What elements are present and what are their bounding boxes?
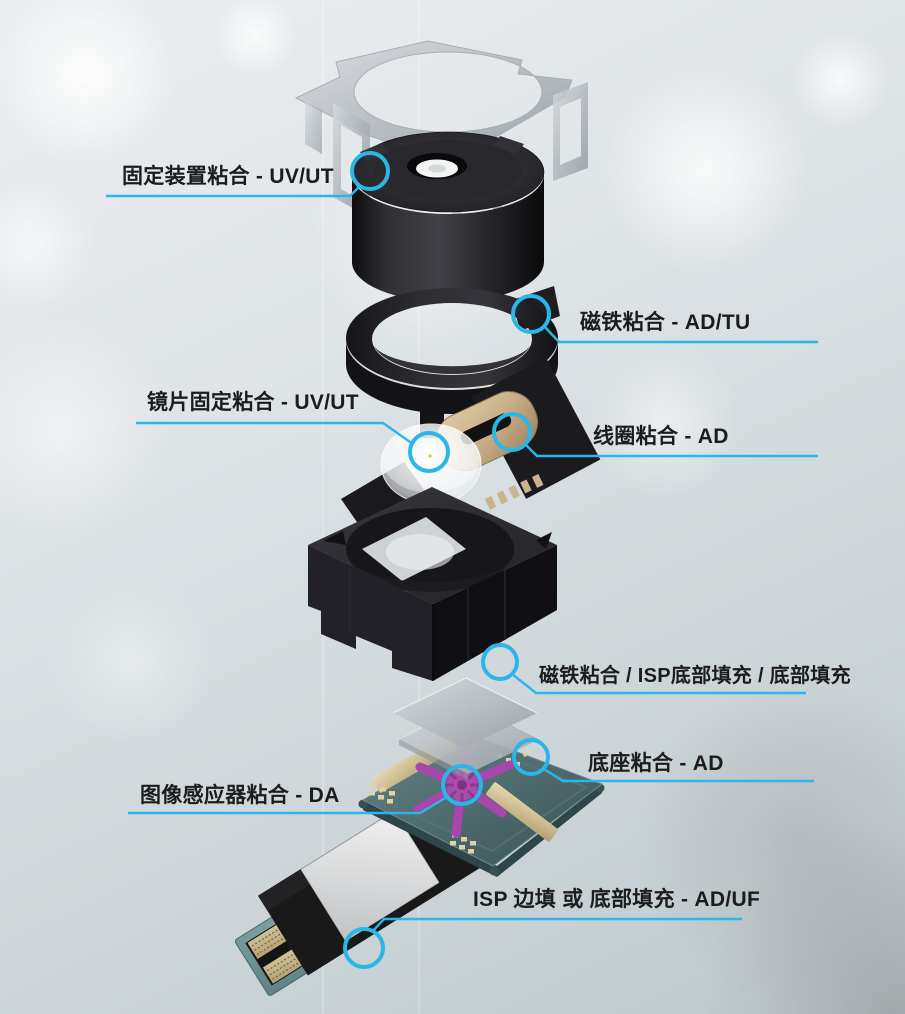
coil-bond-pads [484, 474, 544, 510]
label-coil-bond: 线圈粘合 - AD [593, 425, 729, 448]
lens-barrel [351, 131, 545, 302]
label-magnet-isp-underfill: 磁铁粘合 / ISP底部填充 / 底部填充 [539, 665, 851, 687]
marker-isp-edge-or-underfill [343, 927, 385, 969]
marker-lens-fixing-bond [408, 431, 450, 473]
marker-magnet-isp-underfill [481, 643, 519, 681]
leader-housing-fixing-bond [106, 184, 362, 198]
label-base-bond: 底座粘合 - AD [588, 752, 724, 775]
leader-image-sensor-bond [128, 795, 448, 815]
label-housing-fixing-bond: 固定装置粘合 - UV/UT [122, 165, 334, 188]
label-magnet-bond: 磁铁粘合 - AD/TU [580, 311, 751, 334]
label-isp-edge-or-underfill: ISP 边填 或 底部填充 - AD/UF [473, 888, 761, 911]
leader-base-bond [543, 767, 814, 783]
marker-coil-bond [492, 412, 532, 452]
callout-circles [343, 151, 551, 969]
carrier-housing [308, 487, 557, 681]
marker-base-bond [512, 738, 550, 776]
callout-lines [106, 184, 818, 933]
marker-magnet-bond [511, 294, 551, 334]
leader-magnet-isp-underfill [511, 673, 806, 695]
leader-isp-edge-or-underfill [371, 917, 742, 933]
base-glue-dot [523, 753, 527, 757]
stiffener-plate [300, 810, 440, 942]
marker-image-sensor-bond [441, 764, 483, 806]
lens-glue-dot [428, 454, 432, 458]
label-lens-fixing-bond: 镜片固定粘合 - UV/UT [147, 391, 359, 414]
label-image-sensor-bond: 图像感应器粘合 - DA [140, 784, 340, 807]
marker-housing-fixing-bond [350, 151, 390, 191]
leader-lens-fixing-bond [136, 421, 414, 445]
leader-magnet-bond [543, 325, 818, 344]
leader-coil-bond [524, 443, 818, 458]
sensor-pads [369, 754, 520, 854]
